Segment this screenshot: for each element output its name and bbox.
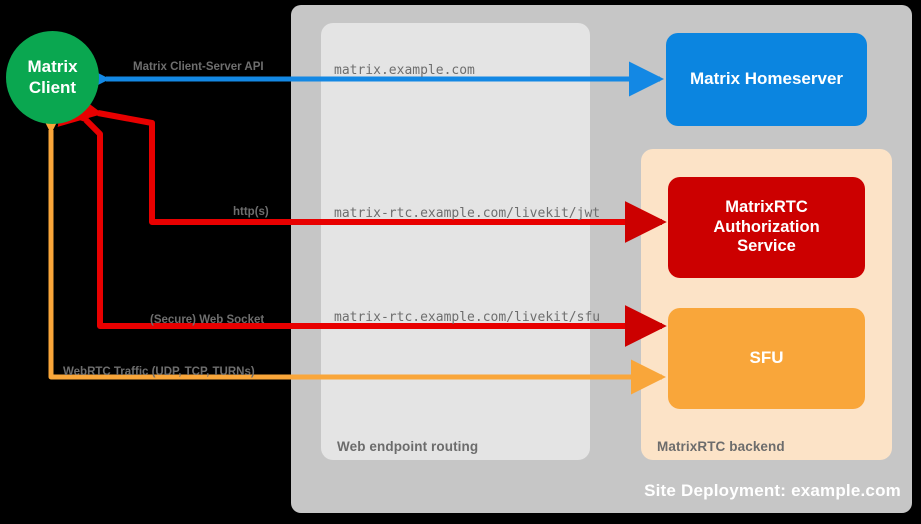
web-endpoint-routing-caption: Web endpoint routing — [337, 439, 479, 454]
auth-label-line1: MatrixRTC — [725, 197, 808, 216]
auth-label-line2: Authorization — [713, 217, 820, 236]
matrix-client-label-line1: Matrix — [27, 57, 78, 77]
connection-label-matrix-client-server-api: Matrix Client-Server API — [133, 61, 264, 73]
node-matrix-client[interactable]: Matrix Client — [6, 31, 99, 124]
auth-label-line3: Service — [737, 237, 796, 256]
node-matrixrtc-authorization-service[interactable]: MatrixRTC Authorization Service — [668, 177, 865, 278]
matrix-homeserver-label: Matrix Homeserver — [689, 69, 844, 89]
node-matrix-homeserver[interactable]: Matrix Homeserver — [666, 33, 867, 126]
connection-url-livekit-sfu: matrix-rtc.example.com/livekit/sfu — [334, 310, 601, 325]
matrix-client-label-line2: Client — [28, 77, 77, 97]
site-deployment-caption: Site Deployment: example.com — [644, 481, 901, 500]
sfu-label: SFU — [749, 348, 784, 368]
connection-label-https: http(s) — [233, 206, 269, 218]
wire-webrtc-traffic — [33, 99, 667, 395]
connection-url-livekit-jwt: matrix-rtc.example.com/livekit/jwt — [334, 206, 601, 221]
connection-url-matrix-example-com: matrix.example.com — [334, 63, 475, 78]
matrixrtc-backend-caption: MatrixRTC backend — [657, 439, 785, 454]
node-sfu[interactable]: SFU — [668, 308, 865, 409]
connection-label-webrtc-traffic: WebRTC Traffic (UDP, TCP, TURNs) — [63, 366, 255, 378]
connection-label-secure-web-socket: (Secure) Web Socket — [150, 314, 265, 326]
